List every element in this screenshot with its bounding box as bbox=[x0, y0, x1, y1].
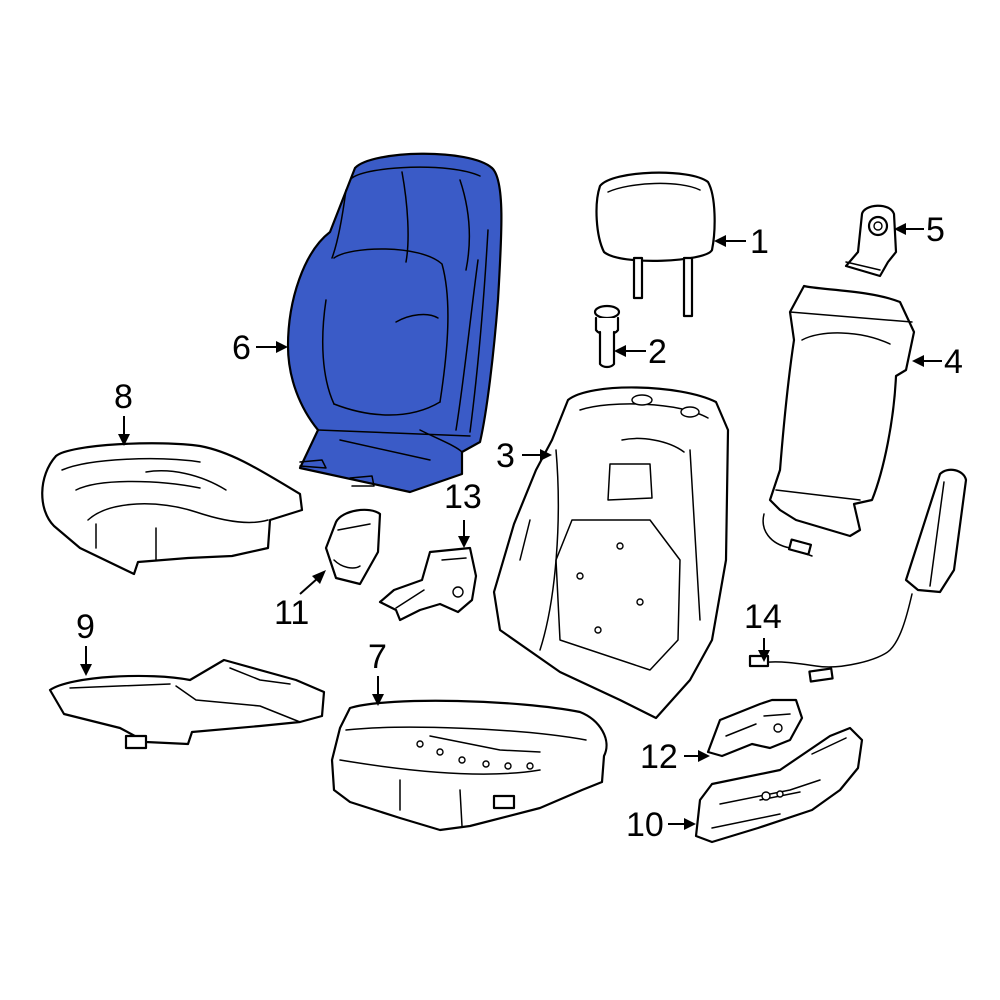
callout-12: 12 bbox=[640, 738, 678, 776]
part-4-seat-back-panel[interactable] bbox=[762, 284, 916, 557]
part-3-seat-back-frame[interactable] bbox=[492, 386, 730, 720]
callout-9: 9 bbox=[76, 608, 95, 646]
part-12-switch-bracket[interactable] bbox=[706, 698, 804, 758]
part-9-cushion-shield[interactable] bbox=[48, 658, 326, 750]
callout-8: 8 bbox=[114, 378, 133, 416]
part-6-seat-back-cover[interactable] bbox=[286, 152, 503, 494]
part-7-seat-cushion-frame[interactable] bbox=[330, 699, 608, 832]
part-5-bracket[interactable] bbox=[844, 204, 898, 278]
callout-1: 1 bbox=[750, 223, 769, 261]
callout-5: 5 bbox=[926, 211, 945, 249]
part-2-headrest-guide[interactable] bbox=[593, 304, 621, 369]
callout-labels: 1 2 3 4 5 6 7 8 9 10 11 12 13 14 bbox=[76, 211, 963, 844]
part-1-headrest[interactable] bbox=[595, 171, 716, 318]
callout-11: 11 bbox=[274, 594, 309, 632]
callout-leaders bbox=[80, 223, 942, 830]
callout-4: 4 bbox=[944, 343, 963, 381]
callout-2: 2 bbox=[648, 333, 667, 371]
callout-14: 14 bbox=[744, 598, 782, 636]
part-10-side-shield[interactable] bbox=[694, 726, 864, 844]
callout-3: 3 bbox=[496, 437, 515, 475]
callout-6: 6 bbox=[232, 329, 251, 367]
part-8-seat-cushion-cover[interactable] bbox=[41, 442, 304, 576]
part-14-side-airbag-harness[interactable] bbox=[748, 468, 968, 683]
part-11-trim-piece[interactable] bbox=[324, 508, 382, 586]
part-13-recliner-cover[interactable] bbox=[378, 546, 478, 622]
callout-10: 10 bbox=[626, 806, 664, 844]
callout-13: 13 bbox=[444, 478, 482, 516]
callout-7: 7 bbox=[368, 638, 387, 676]
